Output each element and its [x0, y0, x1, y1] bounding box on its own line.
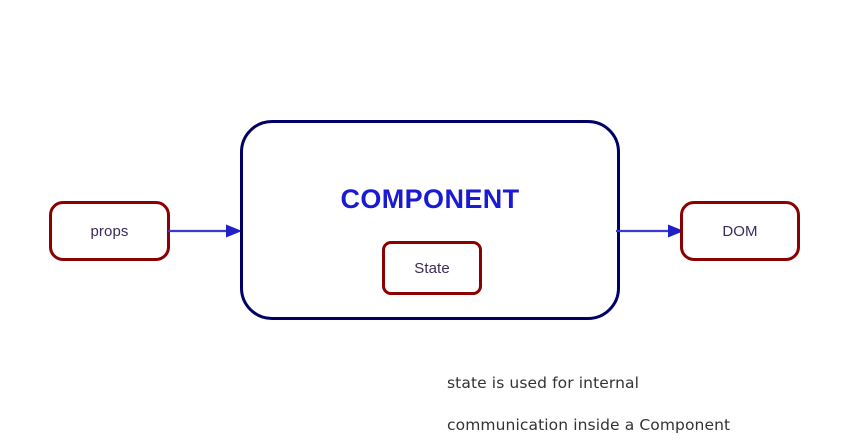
caption-line-2: communication inside a Component: [447, 416, 731, 434]
arrow-component-to-dom: [616, 221, 684, 241]
arrow-right-icon: [616, 224, 684, 238]
arrow-props-to-component: [168, 221, 242, 241]
node-dom[interactable]: DOM: [680, 201, 800, 261]
node-state[interactable]: State: [382, 241, 482, 295]
node-props[interactable]: props: [49, 201, 170, 261]
arrow-right-icon: [168, 224, 242, 238]
diagram-caption: state is used for internal communication…: [447, 352, 730, 440]
caption-line-1: state is used for internal: [447, 374, 640, 392]
node-state-label: State: [414, 259, 450, 277]
node-component[interactable]: COMPONENT State: [240, 120, 620, 320]
node-dom-label: DOM: [722, 222, 758, 240]
node-component-title: COMPONENT: [340, 184, 520, 214]
node-props-label: props: [90, 222, 129, 240]
